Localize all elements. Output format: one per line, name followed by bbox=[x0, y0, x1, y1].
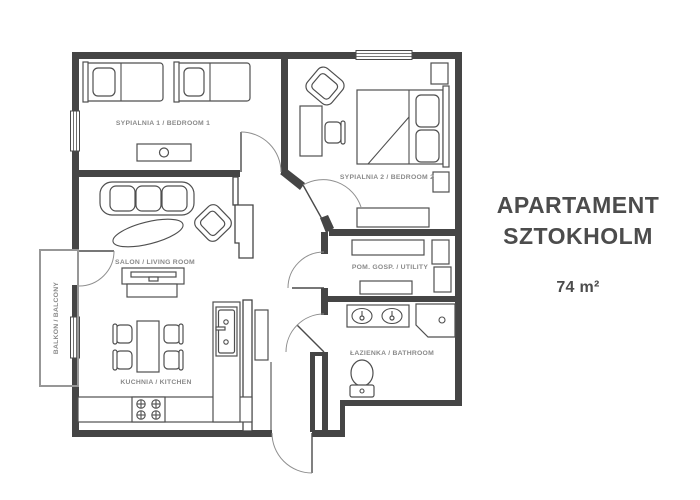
vanity-sink-1 bbox=[351, 307, 373, 325]
label-utility: POM. GOSP. / UTILITY bbox=[352, 264, 428, 271]
double-bed-headboard bbox=[442, 85, 450, 168]
apartment-title-line2: SZTOKHOLM bbox=[503, 223, 653, 249]
furniture bbox=[77, 61, 456, 423]
bedroom2-door bbox=[302, 179, 362, 220]
wall-right bbox=[455, 52, 462, 405]
shower bbox=[415, 303, 456, 338]
toilet-bowl bbox=[350, 359, 374, 387]
kitchen-faucet bbox=[215, 326, 226, 331]
single-bed-2-pillow bbox=[183, 67, 205, 97]
wall-bathroom-left-a bbox=[310, 352, 315, 432]
wall-utility-left-upper bbox=[321, 232, 328, 254]
desk-bedroom2 bbox=[299, 105, 323, 157]
balcony-door bbox=[78, 250, 115, 287]
stove-burners bbox=[136, 399, 161, 420]
tv-stand bbox=[148, 276, 159, 282]
wall-chamfer-upper bbox=[280, 169, 305, 190]
kitchen-sink-inner bbox=[217, 309, 236, 354]
double-bed-pillow-b bbox=[415, 129, 440, 163]
window-top bbox=[355, 50, 413, 60]
wall-left-3 bbox=[72, 285, 79, 318]
apartment-title-line1: APARTAMENT bbox=[496, 192, 660, 218]
dining-chairs bbox=[112, 323, 184, 371]
utility-shelf-bottom bbox=[359, 280, 413, 295]
doors bbox=[78, 131, 362, 474]
label-bedroom2: SYPIALNIA 2 / BEDROOM 2 bbox=[340, 174, 434, 181]
label-bathroom: ŁAZIENKA / BATHROOM bbox=[350, 350, 434, 357]
dresser-bedroom2 bbox=[356, 207, 430, 228]
window-left-bedroom1 bbox=[70, 110, 80, 152]
rug bbox=[112, 218, 184, 248]
wall-bedrooms-divider bbox=[281, 52, 288, 175]
single-bed-1-headboard bbox=[82, 61, 89, 103]
walls bbox=[72, 52, 462, 437]
balcony-outline bbox=[39, 249, 79, 387]
label-kitchen: KUCHNIA / KITCHEN bbox=[120, 379, 191, 386]
wall-bathroom-left-cap bbox=[310, 352, 328, 356]
sofa-cushion-3 bbox=[161, 185, 188, 212]
single-bed-2-headboard bbox=[173, 61, 180, 103]
wall-chamfer-lower bbox=[320, 215, 334, 233]
windows bbox=[70, 50, 413, 359]
shower-drain bbox=[438, 316, 446, 324]
wall-bottom-right bbox=[340, 400, 462, 406]
hall-cabinet bbox=[254, 309, 269, 361]
double-bed-pillow-a bbox=[415, 94, 440, 128]
title-block: APARTAMENT SZTOKHOLM 74 m² bbox=[482, 190, 674, 297]
armchair-living bbox=[194, 204, 232, 242]
utility-box-2 bbox=[433, 266, 452, 293]
label-living: SALON / LIVING ROOM bbox=[115, 259, 195, 266]
armchair-bedroom2 bbox=[305, 66, 345, 106]
label-balcony: BALKON / BALCONY bbox=[53, 282, 60, 355]
desk-chair bbox=[324, 121, 342, 144]
nightstand-top bbox=[430, 62, 449, 85]
desk-chair-back bbox=[340, 120, 346, 145]
dresser-knob bbox=[158, 147, 170, 158]
wall-stub-living bbox=[232, 176, 239, 206]
wall-left-1 bbox=[72, 52, 79, 112]
single-bed-1-pillow bbox=[92, 67, 116, 97]
dining-table bbox=[136, 320, 160, 373]
sofa-cushion-1 bbox=[109, 185, 136, 212]
window-left-balcony bbox=[70, 316, 80, 359]
bedroom1-door bbox=[240, 131, 282, 173]
tv bbox=[130, 271, 177, 278]
stove bbox=[131, 396, 166, 423]
wall-utility-top bbox=[329, 229, 457, 236]
utility-shelf-top bbox=[351, 239, 425, 256]
pillar-hall bbox=[234, 204, 254, 259]
wall-step bbox=[340, 400, 345, 437]
wall-bottom-mid bbox=[312, 430, 345, 437]
wall-left-2 bbox=[72, 150, 79, 250]
entrance-door bbox=[271, 432, 313, 474]
wall-bedroom1-bottom bbox=[77, 170, 240, 177]
utility-door bbox=[287, 251, 325, 289]
tv-cabinet bbox=[126, 283, 178, 298]
wall-bottom-left bbox=[72, 430, 272, 437]
utility-box-1 bbox=[431, 239, 450, 265]
toilet-tank bbox=[349, 384, 375, 398]
vanity-sink-2 bbox=[381, 307, 403, 325]
bathroom-door bbox=[285, 313, 325, 353]
sofa-cushion-2 bbox=[135, 185, 162, 212]
wall-top-left bbox=[72, 52, 358, 59]
wall-left-4 bbox=[72, 357, 79, 437]
wall-kitchen-hall bbox=[242, 299, 253, 432]
vanity bbox=[346, 304, 410, 328]
label-bedroom1: SYPIALNIA 1 / BEDROOM 1 bbox=[116, 120, 210, 127]
wall-bathroom-left-b bbox=[322, 352, 328, 432]
wall-top-right bbox=[412, 52, 462, 59]
room-labels: SYPIALNIA 1 / BEDROOM 1 SYPIALNIA 2 / BE… bbox=[53, 120, 434, 386]
apartment-area: 74 m² bbox=[556, 279, 600, 296]
wall-bathroom-top bbox=[321, 296, 457, 302]
nightstand-bottom bbox=[432, 171, 450, 193]
